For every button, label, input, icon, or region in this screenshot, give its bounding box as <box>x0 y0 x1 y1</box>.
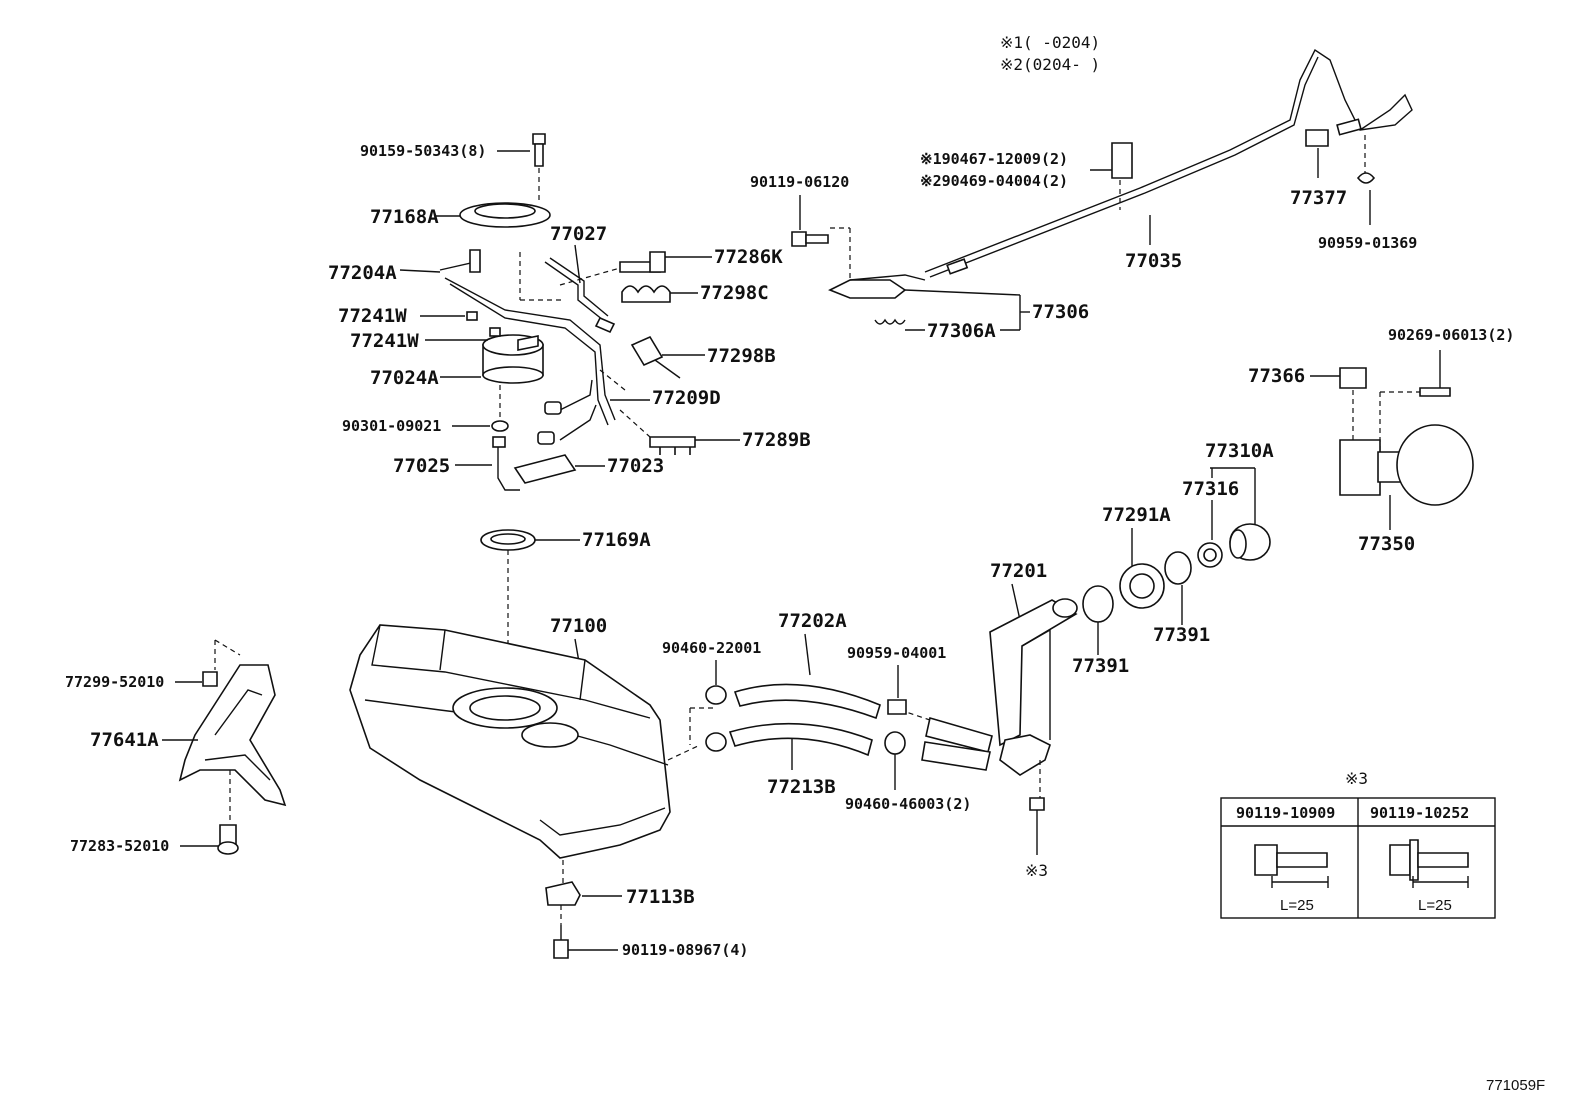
hose-filler-graphic <box>899 709 993 771</box>
note-2: ※2(0204- ) <box>1000 55 1100 74</box>
label-77209D: 77209D <box>652 387 721 409</box>
gasket-77391-a-graphic <box>1082 585 1114 623</box>
label-90301-09021: 90301-09021 <box>342 417 441 435</box>
fuel-pump-77024A-graphic <box>466 311 544 420</box>
clip-90959-01369-graphic <box>1356 135 1376 184</box>
filter-77023-graphic <box>513 454 577 484</box>
label-77204A: 77204A <box>328 262 397 284</box>
label-77350: 77350 <box>1358 533 1415 555</box>
clip-77286K-graphic <box>619 251 666 273</box>
label-90959-01369: 90959-01369 <box>1318 234 1417 252</box>
clamp-77377-graphic <box>1305 129 1329 147</box>
label-77283-52010: 77283-52010 <box>70 837 169 855</box>
gasket-77391-b-graphic <box>1164 551 1192 585</box>
label-90269-06013: 90269-06013(2) <box>1388 326 1514 344</box>
label-77310A: 77310A <box>1205 440 1274 462</box>
retainer-ring-77168A-graphic <box>459 202 551 228</box>
label-77024A: 77024A <box>370 367 439 389</box>
label-77241W-1: 77241W <box>338 305 407 327</box>
protector-77641A-graphic <box>178 639 287 820</box>
band-77113B-graphic <box>545 881 581 906</box>
clamp-90460-22001-graphic <box>667 685 727 761</box>
inset-title: ※3 <box>1345 769 1368 788</box>
clip-90467-graphic <box>1111 142 1133 210</box>
bolt-90119-08967-graphic <box>553 905 569 959</box>
inset-dim1: L=25 <box>1280 897 1314 914</box>
label-77391-b: 77391 <box>1153 624 1210 646</box>
label-90159-50343: 90159-50343(8) <box>360 142 486 160</box>
clip-77366-graphic <box>1339 367 1367 440</box>
bolt-ref3-graphic <box>1029 797 1045 830</box>
label-77168A: 77168A <box>370 206 439 228</box>
label-77291A: 77291A <box>1102 504 1171 526</box>
bracket-77289B-graphic <box>649 436 696 455</box>
bolt-90119-10252-graphic <box>1389 839 1469 888</box>
fuel-tank-77100-graphic <box>349 624 671 885</box>
label-77201: 77201 <box>990 560 1047 582</box>
label-77241W-2: 77241W <box>350 330 419 352</box>
bolt-90159-graphic <box>532 133 546 200</box>
gasket-90301-graphic <box>491 420 509 432</box>
label-77286K: 77286K <box>714 246 783 268</box>
hose-77202A-graphic <box>733 683 881 720</box>
label-90469-04004: ※290469-04004(2) <box>920 172 1068 190</box>
lever-77306-graphic <box>828 274 926 325</box>
hose-77213B-graphic <box>728 722 873 757</box>
figure-id: 771059F <box>1486 1077 1545 1094</box>
label-90467-12009: ※190467-12009(2) <box>920 150 1068 168</box>
label-90119-08967: 90119-08967(4) <box>622 941 748 959</box>
inset-table: ※3 90119-10909 90119-10252 L=25 L=25 <box>1220 769 1496 919</box>
fuel-pump-lines-graphic <box>439 249 616 445</box>
label-77023: 77023 <box>607 455 664 477</box>
label-90460-46003: 90460-46003(2) <box>845 795 971 813</box>
label-77306: 77306 <box>1032 301 1089 323</box>
clip-90959-04001-graphic <box>887 699 907 715</box>
clip-77299-graphic <box>202 671 218 687</box>
label-77391-a: 77391 <box>1072 655 1129 677</box>
inset-dim2: L=25 <box>1418 897 1452 914</box>
inset-col1-header: 90119-10909 <box>1236 804 1335 822</box>
label-77113B: 77113B <box>626 886 695 908</box>
label-77377: 77377 <box>1290 187 1347 209</box>
label-77316: 77316 <box>1182 478 1239 500</box>
label-77306A: 77306A <box>927 320 996 342</box>
clamp-90460-46003-graphic <box>884 731 906 755</box>
label-77641A: 77641A <box>90 729 159 751</box>
filler-pipe-77201-graphic <box>989 598 1078 800</box>
inset-col2-header: 90119-10252 <box>1370 804 1469 822</box>
fuel-gauge-77025-graphic <box>492 436 520 491</box>
grommet-77283-graphic <box>217 824 239 855</box>
label-77202A: 77202A <box>778 610 847 632</box>
gasket-77316-graphic <box>1197 542 1223 568</box>
neck-77291A-graphic <box>1119 563 1165 609</box>
note-1: ※1( -0204) <box>1000 33 1100 52</box>
label-77289B: 77289B <box>742 429 811 451</box>
cable-77035-graphic <box>924 48 1413 278</box>
bolt-90119-10909-graphic <box>1254 844 1329 888</box>
gasket-77169A-graphic <box>480 529 536 700</box>
label-77025: 77025 <box>393 455 450 477</box>
ref3-label: ※3 <box>1025 861 1048 880</box>
label-77169A: 77169A <box>582 529 651 551</box>
cap-77310A-graphic <box>1229 523 1271 561</box>
clip-77298B-graphic <box>630 335 681 379</box>
label-77299-52010: 77299-52010 <box>65 673 164 691</box>
bolt-90119-06120-graphic <box>791 227 851 280</box>
fuel-lid-77350-graphic <box>1339 424 1474 506</box>
label-77213B: 77213B <box>767 776 836 798</box>
clip-77298C-graphic <box>621 285 671 303</box>
label-77298C: 77298C <box>700 282 769 304</box>
label-77027: 77027 <box>550 223 607 245</box>
label-77100: 77100 <box>550 615 607 637</box>
label-90460-22001: 90460-22001 <box>662 639 761 657</box>
label-77035: 77035 <box>1125 250 1182 272</box>
label-90959-04001: 90959-04001 <box>847 644 946 662</box>
label-77366: 77366 <box>1248 365 1305 387</box>
label-90119-06120: 90119-06120 <box>750 173 849 191</box>
label-77298B: 77298B <box>707 345 776 367</box>
